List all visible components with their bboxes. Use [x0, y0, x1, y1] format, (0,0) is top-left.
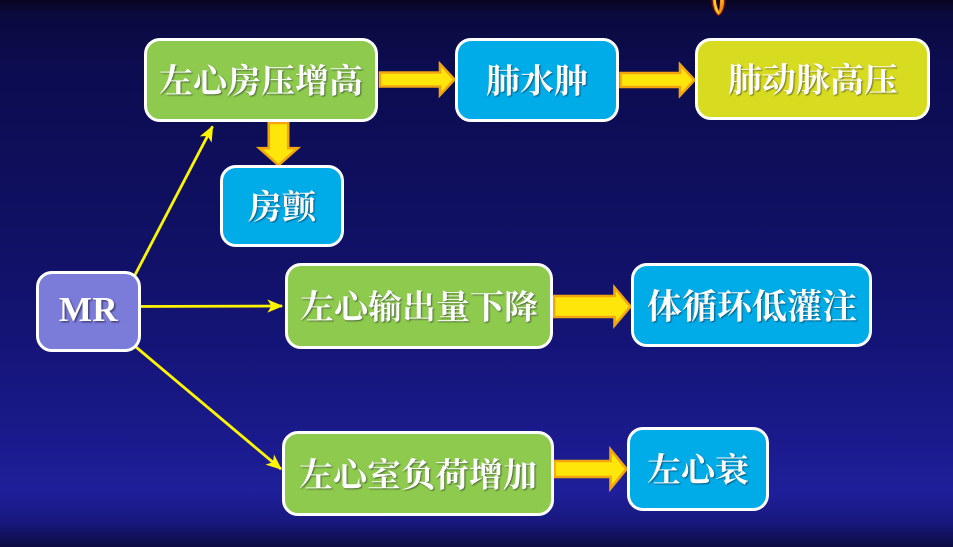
glyph-text-svg — [647, 452, 749, 485]
flame-core-right — [721, 0, 723, 7]
node-left-heart-failure: 左心衰 — [627, 427, 769, 511]
node-la-pressure-increase-glyph-text — [159, 56, 363, 104]
arrow-edema-to-hypertension — [619, 61, 697, 99]
glyph-text-svg — [647, 288, 856, 322]
arrow-lv-output-to-hypoperfusion — [552, 283, 633, 330]
flame-icon — [711, 0, 726, 17]
glyph-text-svg — [486, 63, 588, 96]
node-mr: MR — [36, 271, 141, 352]
thin-arrows — [122, 125, 284, 471]
glyph-text-svg — [728, 62, 897, 95]
node-pulmonary-edema: 肺水肿 — [455, 38, 619, 122]
glyph-text-svg — [300, 289, 538, 322]
arrow-lv-load-to-failure — [553, 445, 629, 493]
node-atrial-fibrillation: 房颤 — [220, 165, 344, 247]
arrow-la-pressure-to-edema — [378, 60, 457, 99]
glyph-text-svg — [299, 457, 536, 490]
node-lv-load-increase-glyph-text — [299, 450, 537, 498]
node-mr-label: MR — [58, 289, 119, 329]
node-pulmonary-hypertension: 肺动脉高压 — [695, 38, 930, 120]
flame-core — [714, 0, 719, 14]
node-lv-load-increase: 左心室负荷增加 — [282, 431, 554, 516]
node-lv-output-decrease-glyph-text — [300, 282, 538, 330]
arrow-mr-to-lv-output — [129, 299, 284, 313]
node-systemic-hypoperfusion: 体循环低灌注 — [631, 263, 872, 347]
glyph-text-svg — [248, 189, 316, 222]
node-pulmonary-edema-glyph-text — [486, 56, 588, 104]
node-pulmonary-hypertension-glyph-text — [728, 55, 898, 103]
arrow-la-pressure-to-afib — [255, 121, 302, 167]
arrow-mr-to-la-pressure — [122, 125, 214, 297]
node-left-heart-failure-glyph-text — [647, 445, 749, 493]
node-la-pressure-increase: 左心房压增高 — [144, 38, 378, 122]
node-lv-output-decrease: 左心输出量下降 — [285, 263, 553, 349]
node-atrial-fibrillation-glyph-text — [248, 182, 316, 230]
glyph-text-svg — [159, 63, 362, 96]
block-arrows — [255, 60, 697, 493]
arrow-mr-to-lv-load — [129, 340, 283, 471]
node-systemic-hypoperfusion-glyph-text — [647, 281, 857, 330]
